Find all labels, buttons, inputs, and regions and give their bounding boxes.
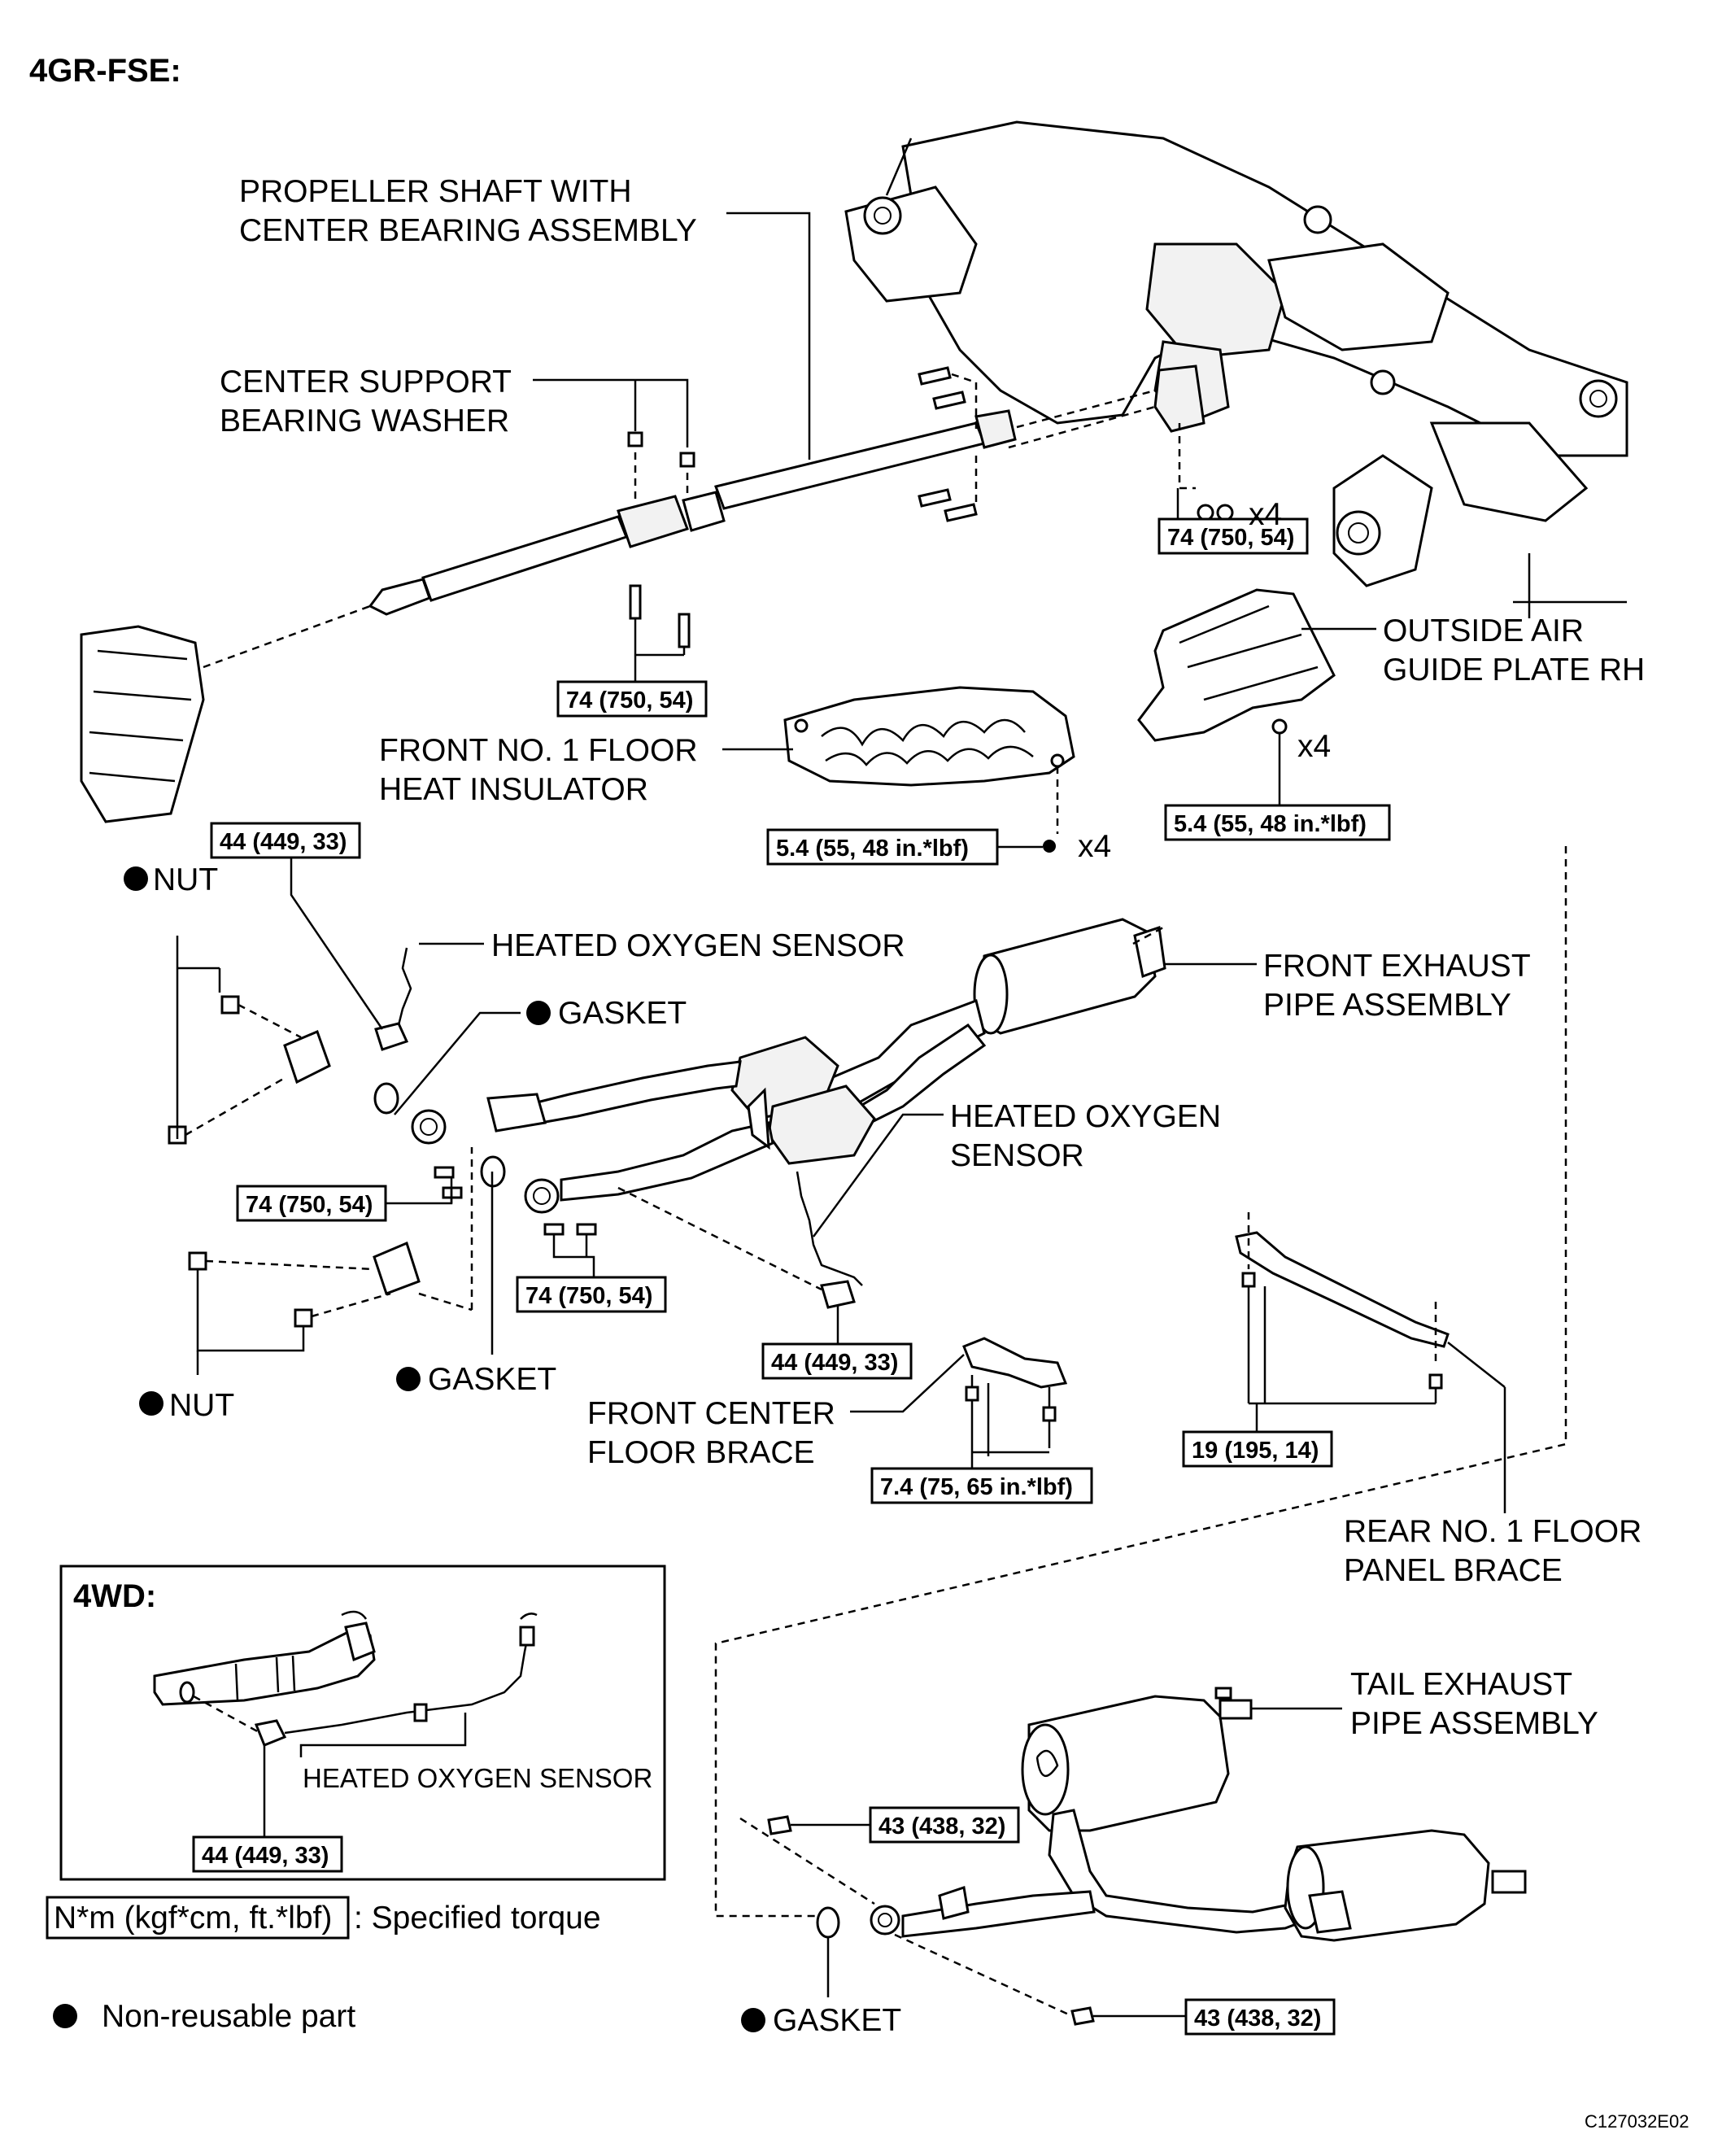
inset-4wd-title: 4WD: [73, 1578, 156, 1614]
torque-box-diff [1157, 517, 1309, 555]
propeller-shaft-label-2: CENTER BEARING ASSEMBLY [239, 213, 697, 248]
heat-insulator-label-1: FRONT NO. 1 FLOOR [379, 733, 698, 768]
outside-air-guide-drawing [1137, 588, 1336, 805]
torque-box-rear-brace [1182, 1430, 1333, 1468]
nonreusable-dot-nut-bottom [139, 1391, 163, 1416]
front-center-brace-label-2: FLOOR BRACE [587, 1435, 815, 1470]
torque-box-tail-top [869, 1806, 1020, 1844]
legend-nonreusable-text: Non-reusable part [102, 1999, 355, 2034]
torque-tail-top: 43 (438, 32) [878, 1813, 1005, 1840]
front-exhaust-label-2: PIPE ASSEMBLY [1263, 988, 1511, 1023]
torque-tail-bottom: 43 (438, 32) [1194, 2005, 1321, 2032]
center-support-label-2: BEARING WASHER [220, 404, 509, 439]
gasket-3-label: GASKET [773, 2003, 901, 2038]
front-center-brace-drawing [962, 1337, 1068, 1456]
front-exhaust-label-1: FRONT EXHAUST [1263, 949, 1531, 984]
nonreusable-dot-gasket-3 [741, 2008, 765, 2032]
torque-flange-left: 74 (750, 54) [246, 1192, 373, 1218]
rear-subframe-drawing [844, 120, 1628, 618]
nonreusable-dot-nut-top [124, 866, 148, 891]
front-center-brace-label-1: FRONT CENTER [587, 1396, 835, 1431]
qty-x4-c: x4 [1078, 829, 1111, 864]
propeller-shaft-leader [726, 212, 811, 460]
torque-heat-insulator: 5.4 (55, 48 in.*lbf) [776, 836, 969, 862]
gasket-2-label: GASKET [428, 1362, 556, 1397]
heat-insulator-label-2: HEAT INSULATOR [379, 772, 648, 807]
figure-code: C127032E02 [1585, 2111, 1689, 2132]
torque-box-heat-insulator [766, 828, 999, 866]
heated-o2-1-label: HEATED OXYGEN SENSOR [491, 928, 905, 963]
gasket-1-label: GASKET [558, 996, 687, 1031]
legend-torque-box-text: N*m (kgf*cm, ft.*lbf) [54, 1901, 332, 1936]
tail-exhaust-label-2: PIPE ASSEMBLY [1350, 1706, 1598, 1741]
torque-o2-top: 44 (449, 33) [220, 829, 347, 855]
torque-flange-right: 74 (750, 54) [525, 1283, 652, 1309]
rear-brace-label-2: PANEL BRACE [1344, 1553, 1563, 1588]
torque-box-o2-mid [761, 1342, 913, 1380]
rear-brace-label-1: REAR NO. 1 FLOOR [1344, 1514, 1641, 1549]
legend-torque-box [46, 1896, 350, 1940]
torque-box-air-guide [1164, 804, 1391, 841]
inset-4wd-box [59, 1565, 666, 1881]
nonreusable-dot-gasket-1 [526, 1001, 551, 1025]
torque-rear-brace: 19 (195, 14) [1192, 1438, 1319, 1464]
inset-4wd-drawing [153, 1610, 538, 1747]
nut-top-label: NUT [153, 862, 218, 897]
torque-inset: 44 (449, 33) [202, 1843, 329, 1869]
nut-bottom-label: NUT [169, 1388, 234, 1423]
inset-sensor-label: HEATED OXYGEN SENSOR [303, 1763, 652, 1793]
torque-o2-mid: 44 (449, 33) [771, 1350, 898, 1376]
propeller-shaft-drawing [203, 366, 1234, 669]
tail-exhaust-drawing [739, 1687, 1527, 2026]
engine-label: 4GR-FSE: [29, 53, 181, 89]
torque-box-flange-right [516, 1276, 667, 1313]
qty-x4-a: x4 [1249, 497, 1282, 532]
torque-center: 74 (750, 54) [566, 687, 693, 714]
center-support-label-1: CENTER SUPPORT [220, 364, 512, 399]
torque-box-center [556, 680, 708, 718]
region-separator [714, 846, 1567, 1918]
heated-o2-2-label-2: SENSOR [950, 1138, 1084, 1173]
center-support-leader [533, 378, 689, 447]
torque-diff: 74 (750, 54) [1167, 525, 1294, 551]
outside-air-label-2: GUIDE PLATE RH [1383, 652, 1645, 687]
torque-box-tail-bottom [1184, 1998, 1336, 2036]
outside-air-label-1: OUTSIDE AIR [1383, 613, 1584, 648]
qty-x4-b: x4 [1297, 729, 1331, 764]
legend-nonreusable-dot [53, 2004, 77, 2028]
torque-box-o2-top [210, 822, 361, 859]
rear-floor-brace-drawing [1235, 1212, 1506, 1513]
transmission-drawing [80, 625, 205, 823]
torque-air-guide: 5.4 (55, 48 in.*lbf) [1174, 811, 1367, 837]
front-exhaust-drawing [168, 918, 1166, 1328]
torque-box-center-brace [870, 1467, 1093, 1504]
heated-o2-2-label-1: HEATED OXYGEN [950, 1099, 1221, 1134]
torque-center-brace: 7.4 (75, 65 in.*lbf) [880, 1474, 1073, 1500]
legend-torque-desc: : Specified torque [354, 1901, 601, 1936]
propeller-shaft-label-1: PROPELLER SHAFT WITH [239, 174, 632, 209]
floor-heat-insulator-drawing [783, 686, 1075, 853]
torque-box-inset [192, 1835, 343, 1873]
torque-box-flange-left [236, 1185, 387, 1222]
nonreusable-dot-gasket-2 [396, 1367, 421, 1391]
tail-exhaust-label-1: TAIL EXHAUST [1350, 1667, 1572, 1702]
